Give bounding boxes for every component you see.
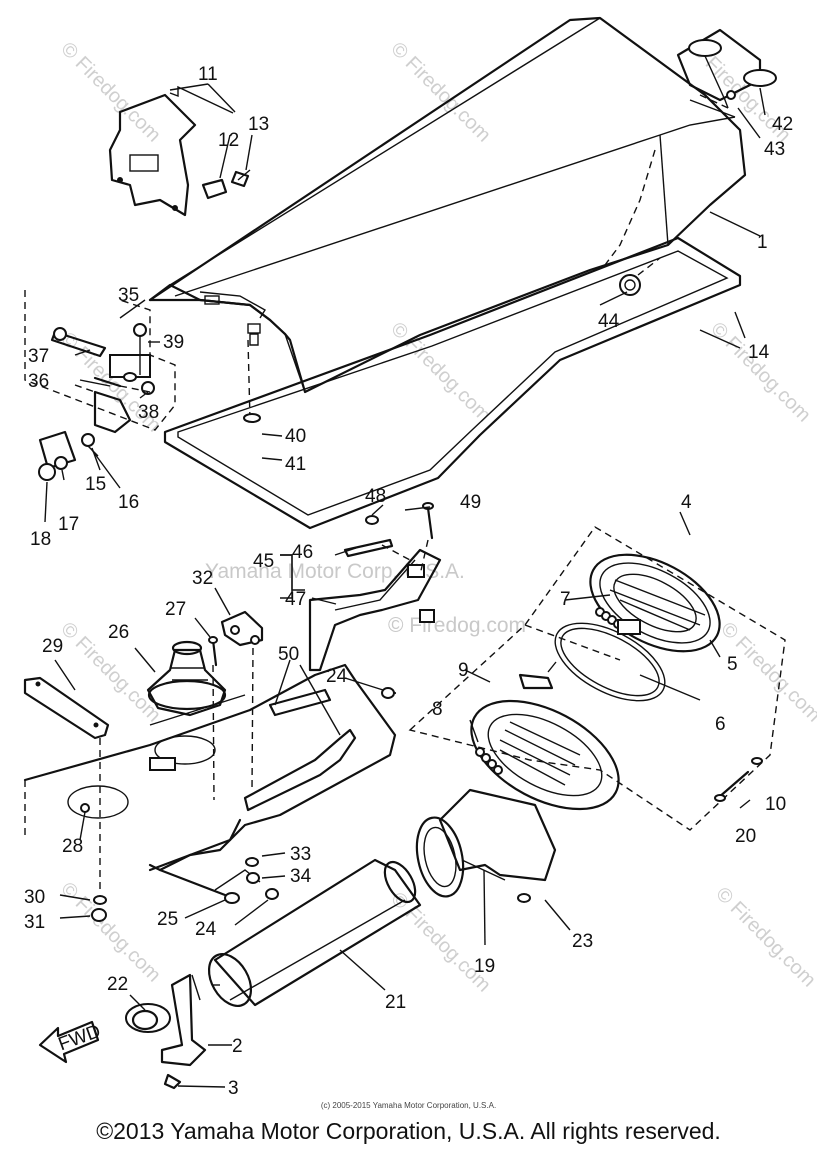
callout-20: 20 (735, 826, 756, 847)
callout-40: 40 (285, 426, 306, 447)
callout-32: 32 (192, 568, 213, 589)
callout-36: 36 (28, 371, 49, 392)
part-26-boot (146, 636, 227, 801)
callout-24-bottom: 24 (195, 919, 217, 940)
part-4-assembly (408, 526, 786, 831)
callout-47: 47 (285, 589, 306, 610)
callout-14: 14 (748, 342, 770, 363)
callout-21: 21 (385, 992, 406, 1013)
callout-4: 4 (681, 492, 692, 513)
watermark-text: © Firedog.com (386, 888, 495, 997)
callout-29: 29 (42, 636, 63, 657)
part-21-muffler (207, 858, 422, 1007)
callout-41: 41 (285, 454, 306, 475)
callout-31: 31 (24, 912, 45, 933)
watermark-center-text: © Firedog.com (388, 614, 526, 637)
leader-lines (44, 83, 766, 1088)
latch-assembly-group (24, 290, 176, 481)
callout-8: 8 (432, 699, 443, 720)
callout-2: 2 (232, 1036, 243, 1057)
callout-6: 6 (715, 714, 726, 735)
callout-labels: 1 2 3 4 5 6 7 8 9 10 11 12 13 14 15 16 1… (24, 64, 793, 1099)
callout-35: 35 (118, 285, 139, 306)
watermark-text: © Firedog.com (56, 38, 165, 147)
part-32-bracket (220, 610, 264, 791)
watermark-layer: © Firedog.com © Firedog.com © Firedog.co… (56, 38, 817, 997)
fwd-label: FWD (56, 1021, 104, 1056)
callout-46: 46 (292, 542, 313, 563)
callout-33: 33 (290, 844, 311, 865)
part-20-pin (714, 757, 763, 802)
callout-12: 12 (218, 130, 239, 151)
callout-37: 37 (28, 346, 49, 367)
callout-1: 1 (757, 232, 768, 253)
watermark-corp-text: Yamaha Motor Corp, U.S.A. (205, 560, 465, 583)
watermark-text: © Firedog.com (711, 883, 817, 992)
callout-5: 5 (727, 654, 738, 675)
fwd-arrow: FWD (38, 1021, 104, 1064)
hull-deck-plate (23, 663, 397, 897)
part-24-plug (91, 687, 397, 922)
watermark-text: © Firedog.com (56, 878, 165, 987)
callout-24-top: 24 (326, 666, 348, 687)
callout-50: 50 (278, 644, 299, 665)
callout-48: 48 (365, 486, 386, 507)
part-2-bracket (125, 973, 207, 1090)
callout-26: 26 (108, 622, 129, 643)
part-40-41-fastener (243, 333, 261, 423)
part-29-strip (23, 676, 110, 890)
bracket-45 (280, 554, 293, 599)
callout-11: 11 (198, 64, 218, 85)
callout-23: 23 (572, 931, 593, 952)
part-8-cover (470, 661, 620, 811)
watermark-text: © Firedog.com (706, 318, 815, 427)
callout-18: 18 (30, 529, 51, 550)
callout-27: 27 (165, 599, 186, 620)
callout-25: 25 (157, 909, 178, 930)
callout-10: 10 (765, 794, 786, 815)
callout-44: 44 (598, 311, 620, 332)
callout-7: 7 (560, 589, 571, 610)
hood-cover (148, 16, 747, 394)
part-19-outlet (415, 788, 557, 903)
part-44-plug (619, 257, 661, 296)
callout-30: 30 (24, 887, 45, 908)
callout-45: 45 (253, 551, 274, 572)
gasket-frame (163, 236, 742, 530)
callout-17: 17 (58, 514, 79, 535)
part-50-mats (149, 688, 357, 812)
part-11-bracket (108, 85, 251, 217)
callout-38: 38 (138, 402, 159, 423)
callout-42: 42 (772, 114, 793, 135)
callout-9: 9 (458, 660, 469, 681)
watermark-text: © Firedog.com (386, 318, 495, 427)
callout-19: 19 (474, 956, 495, 977)
part-45-bracket (308, 502, 442, 672)
callout-16: 16 (118, 492, 139, 513)
callout-49: 49 (460, 492, 481, 513)
credit-line: (c) 2005-2015 Yamaha Motor Corporation, … (320, 1101, 497, 1110)
callout-22: 22 (107, 974, 128, 995)
callout-43: 43 (764, 139, 785, 160)
callout-13: 13 (248, 114, 269, 135)
callout-3: 3 (228, 1078, 239, 1099)
callout-28: 28 (62, 836, 83, 857)
callout-15: 15 (85, 474, 106, 495)
copyright-notice: ©2013 Yamaha Motor Corporation, U.S.A. A… (96, 1118, 721, 1144)
callout-39: 39 (163, 332, 184, 353)
hinge-assembly (676, 28, 777, 109)
callout-34: 34 (290, 866, 312, 887)
